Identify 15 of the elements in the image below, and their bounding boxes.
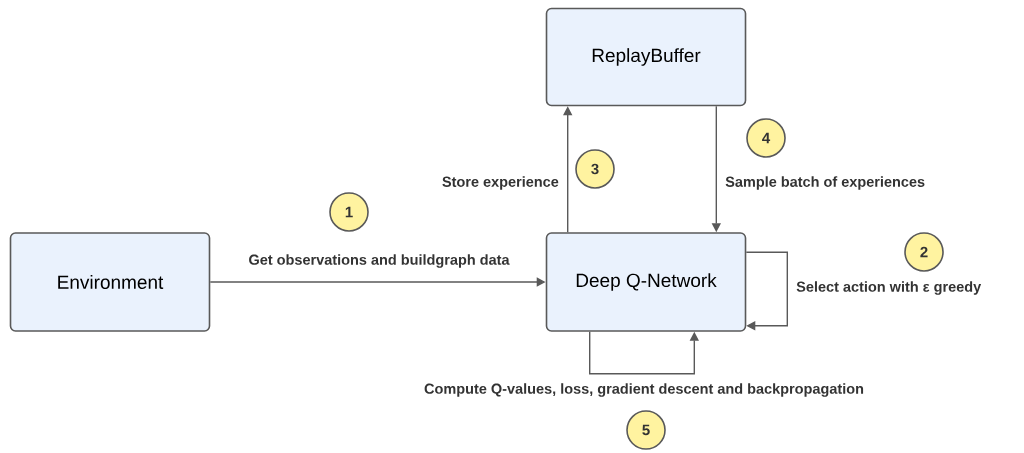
arrow (745, 251, 788, 331)
edge-label: Get observations and buildgraph data (247, 253, 511, 269)
edge-label: Compute Q-values, loss, gradient descent and backpropagation (423, 382, 865, 398)
step-number: 3 (575, 149, 615, 189)
edge-label: Store experience (440, 175, 560, 191)
process-box: Environment (9, 232, 211, 332)
step-number: 2 (904, 232, 944, 272)
edge-label: Select action with ε greedy (795, 280, 983, 296)
process-box: Deep Q-Network (545, 232, 747, 332)
process-box: ReplayBuffer (545, 7, 747, 107)
arrow (589, 331, 699, 375)
step-number: 4 (746, 118, 786, 158)
edge-label: Sample batch of experiences (724, 175, 927, 191)
step-number: 1 (329, 192, 369, 232)
step-number: 5 (626, 410, 666, 450)
